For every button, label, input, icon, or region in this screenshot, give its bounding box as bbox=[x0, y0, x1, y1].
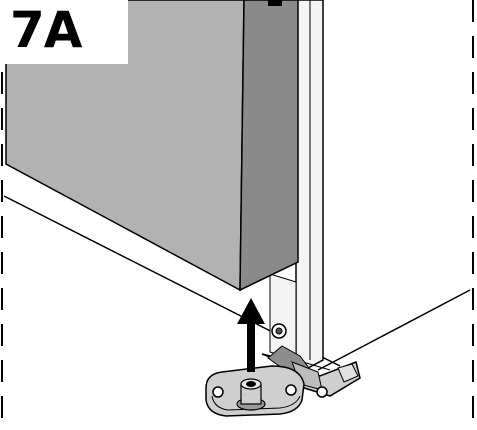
floor-line-right bbox=[317, 289, 471, 371]
door-top-notch bbox=[268, 0, 282, 6]
arrow-up-icon bbox=[237, 298, 265, 372]
hinge-pin bbox=[236, 378, 266, 411]
door-edge bbox=[239, 0, 299, 292]
screw-icon bbox=[271, 323, 287, 339]
step-label: 7A bbox=[0, 0, 128, 64]
